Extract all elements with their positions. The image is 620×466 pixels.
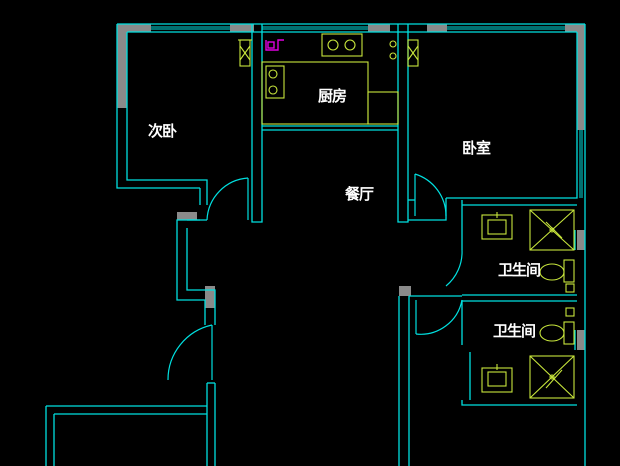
- door-bath-upper: [445, 249, 463, 287]
- room-label-kitchen: 厨房: [318, 87, 347, 105]
- door-entry: [167, 324, 213, 381]
- room-label-dining: 餐厅: [345, 185, 374, 203]
- walls: [45, 23, 586, 466]
- sink: [321, 33, 363, 57]
- room-label-bathroom-upper: 卫生间: [498, 261, 541, 279]
- room-label-second-bedroom: 次卧: [148, 122, 177, 140]
- windows: [151, 26, 583, 198]
- room-label-bedroom: 卧室: [462, 139, 491, 157]
- shower-lower: [529, 355, 575, 399]
- doors: [167, 173, 463, 381]
- door-second-bedroom: [206, 177, 249, 221]
- gas-pipe: [265, 39, 284, 51]
- door-bath-lower: [415, 299, 463, 335]
- shower-upper: [529, 209, 575, 251]
- wall-fills: [117, 24, 585, 350]
- bath-fixtures: [481, 209, 575, 399]
- door-bedroom: [414, 173, 447, 217]
- stove: [265, 65, 285, 99]
- kitchen-fixtures: [238, 33, 419, 125]
- room-label-bathroom-lower: 卫生间: [493, 322, 536, 340]
